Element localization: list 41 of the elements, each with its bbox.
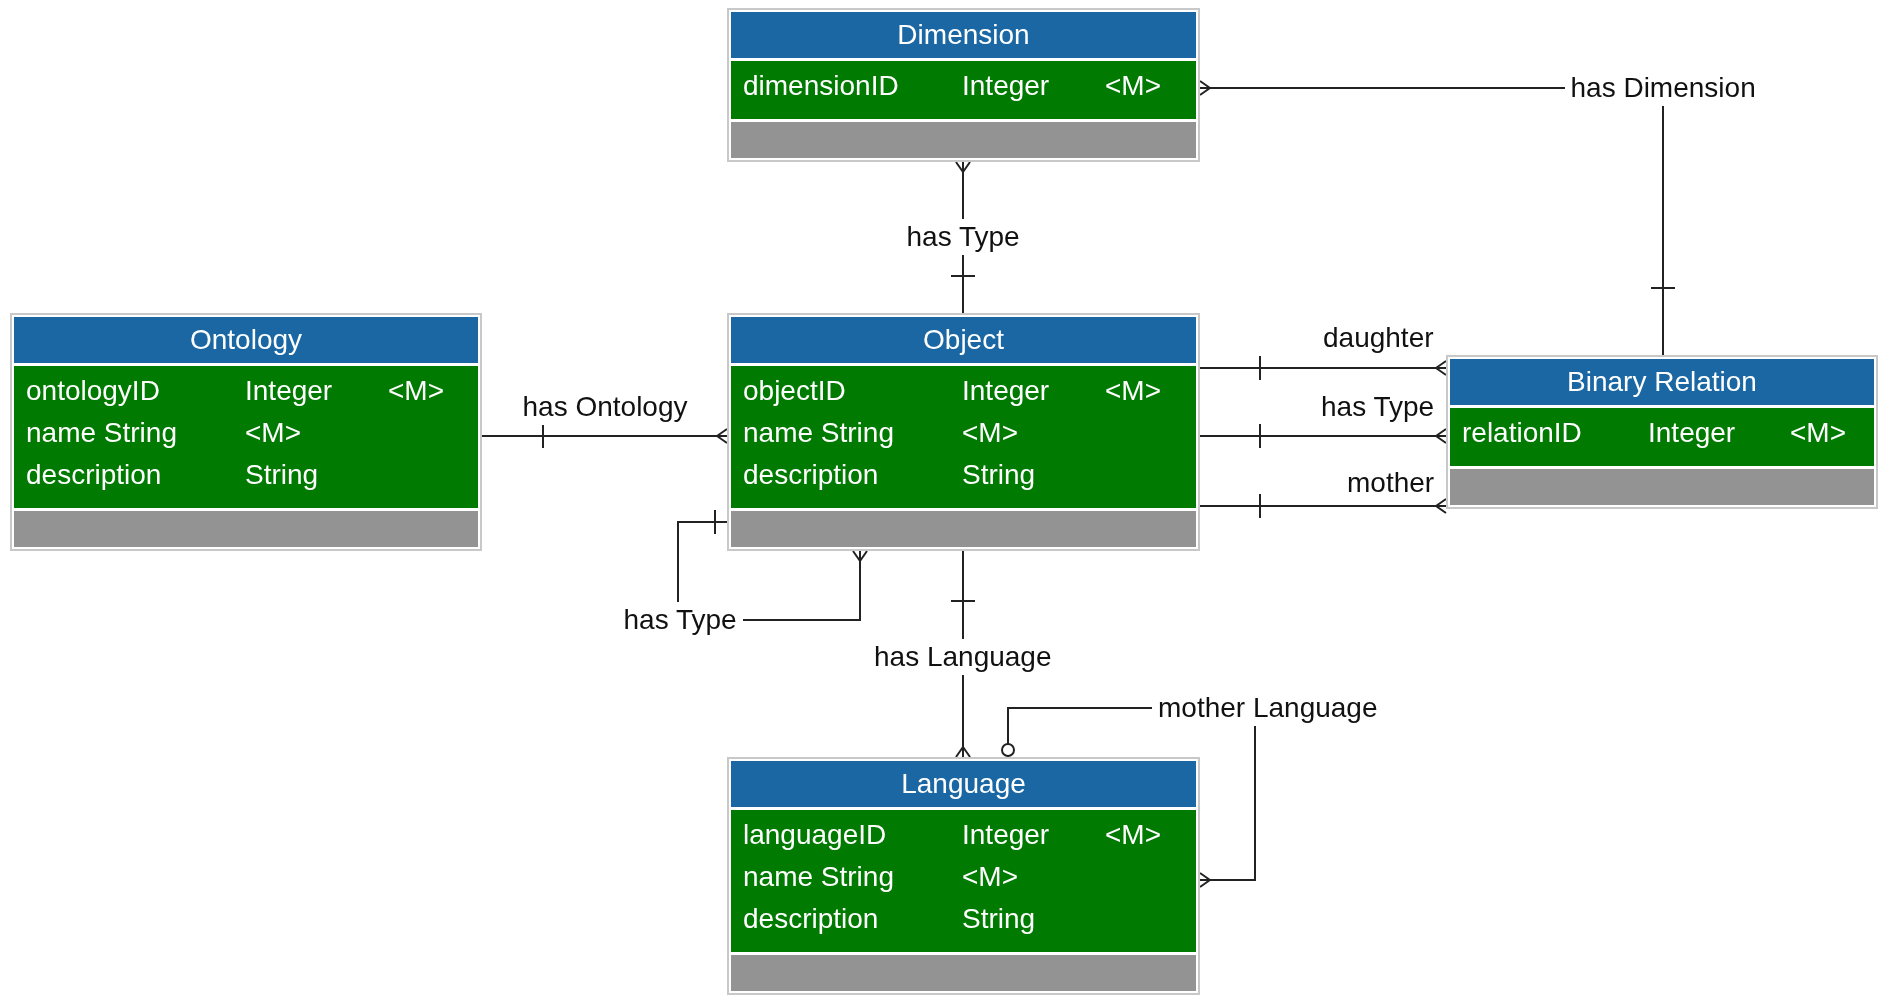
attribute-text: <M> [962,860,1019,894]
entity-box [727,313,1200,551]
attribute-text: description [26,458,162,492]
attribute-text: name String [26,416,177,450]
attribute-text: Integer [1648,416,1736,450]
attribute-text: <M> [1105,69,1162,103]
relationship-line [1199,493,1447,519]
relationship-line [1199,423,1447,449]
attribute-text: String [245,458,319,492]
attribute-text: name String [743,860,894,894]
attribute-text: <M> [1105,818,1162,852]
attribute-text: Integer [962,818,1050,852]
relationship-line [481,423,728,449]
attribute-text: Integer [962,374,1050,408]
attribute-text: <M> [1105,374,1162,408]
attribute-text: ontologyID [26,374,160,408]
entity-box [727,8,1200,162]
entity-box [10,313,482,551]
attribute-text: <M> [962,416,1019,450]
attribute-text: languageID [743,818,887,852]
entity-name: Ontology [14,317,478,363]
attribute-text: <M> [1790,416,1847,450]
entity-name: Object [731,317,1196,363]
attribute-text: objectID [743,374,846,408]
attribute-text: relationID [1462,416,1582,450]
attribute-text: Integer [962,69,1050,103]
attribute-text: String [962,902,1036,936]
attribute-text: <M> [388,374,445,408]
attribute-text: Integer [245,374,333,408]
attribute-text: <M> [245,416,302,450]
entity-box [727,757,1200,995]
attribute-text: dimensionID [743,69,899,103]
attribute-text: name String [743,416,894,450]
attribute-text: String [962,458,1036,492]
relationship-line [1199,355,1447,381]
entity-box [1446,355,1878,509]
attribute-text: description [743,902,879,936]
attribute-text: description [743,458,879,492]
entity-name: Dimension [731,12,1196,58]
entity-name: Binary Relation [1450,359,1874,405]
entity-name: Language [731,761,1196,807]
